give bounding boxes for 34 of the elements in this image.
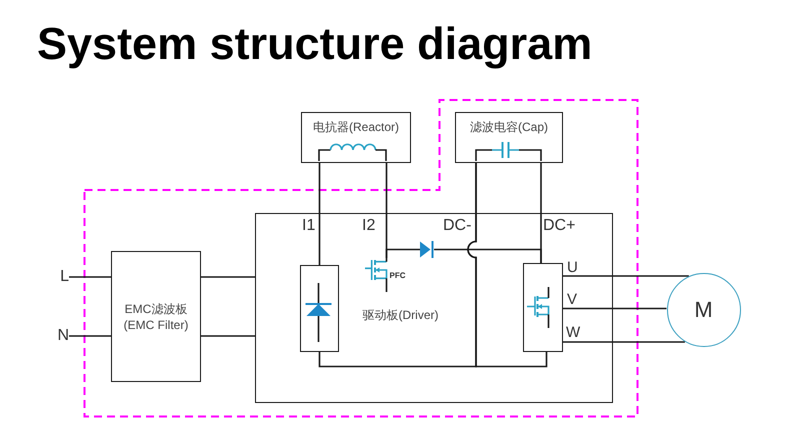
- diode-symbol: [420, 240, 434, 258]
- wire: [318, 163, 320, 265]
- component-label: 滤波电容(Cap): [470, 119, 548, 135]
- wire: [540, 163, 542, 263]
- inverter-box: [522, 262, 562, 352]
- wire: [201, 335, 255, 337]
- terminal-label: I1: [302, 217, 316, 235]
- terminal-label: DC-: [443, 217, 472, 235]
- wire: [467, 163, 548, 368]
- wire: [563, 341, 685, 343]
- wire: [386, 248, 420, 258]
- capacitor-box: [455, 112, 563, 163]
- wire: [563, 275, 689, 277]
- component-label: 电抗器(Reactor): [312, 119, 399, 135]
- motor-symbol: M: [666, 273, 740, 347]
- reactor-box: [301, 112, 411, 163]
- terminal-label: N: [55, 327, 69, 345]
- terminal-label: DC+: [543, 217, 576, 235]
- filter-label: EMC滤波板(EMC Filter): [122, 300, 190, 332]
- wire: [69, 276, 111, 278]
- title: System structure diagram: [37, 18, 592, 70]
- terminal-label: V: [567, 292, 578, 307]
- terminal-label: W: [566, 325, 580, 340]
- wire: [69, 335, 111, 337]
- terminal-label: L: [55, 268, 69, 286]
- wire: [563, 308, 667, 310]
- driver-board: [255, 213, 613, 403]
- terminal-label: I2: [362, 217, 376, 235]
- filter-box: [111, 251, 201, 382]
- terminal-label: U: [567, 260, 578, 275]
- board-label: 驱动板(Driver): [362, 306, 438, 322]
- rectifier-box: [300, 264, 338, 352]
- wire: [201, 276, 255, 278]
- component-label: PFC: [390, 271, 406, 281]
